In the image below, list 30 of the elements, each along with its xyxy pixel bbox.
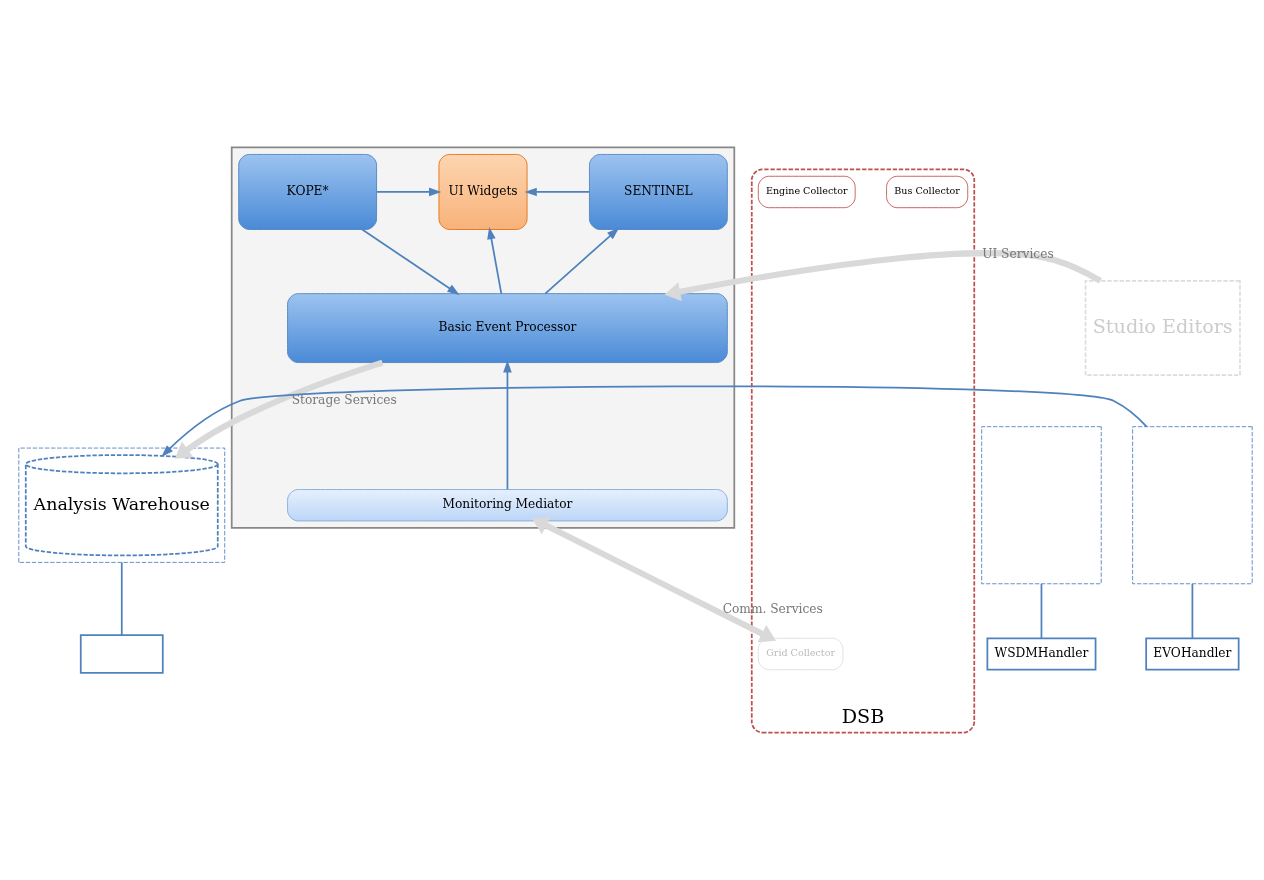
node-box: Grid Collector [757, 637, 844, 671]
node-box: Basic Event Processor [287, 293, 728, 363]
node-box: UI Widgets [438, 154, 528, 230]
connector [120, 561, 123, 636]
node-box: Monitoring Mediator [287, 489, 728, 522]
connector [1191, 583, 1194, 640]
arrow [161, 385, 1148, 457]
arrow [544, 227, 620, 295]
node-box: SENTINEL [589, 154, 728, 230]
node-box: EVOHandler [1145, 637, 1240, 671]
node-box [79, 634, 164, 674]
arrow [531, 516, 777, 643]
arrow [361, 228, 460, 295]
arrow [524, 187, 591, 197]
node-box [981, 426, 1102, 585]
node-box [1132, 426, 1253, 585]
arrow [664, 250, 1102, 302]
arrow [375, 187, 442, 197]
edge-label: UI Services [982, 247, 1054, 262]
node-box: WSDMHandler [986, 637, 1097, 671]
arrow [487, 226, 503, 295]
arrow [503, 360, 512, 491]
node-box: Engine Collector [757, 175, 856, 209]
cluster [230, 146, 736, 529]
edge-label: Storage Services [291, 393, 397, 408]
connector [1040, 583, 1043, 640]
node-box: KOPE* [238, 154, 377, 230]
node-box: Bus Collector [886, 175, 969, 209]
arrow [174, 359, 384, 459]
edge-label: Comm. Services [722, 601, 823, 616]
